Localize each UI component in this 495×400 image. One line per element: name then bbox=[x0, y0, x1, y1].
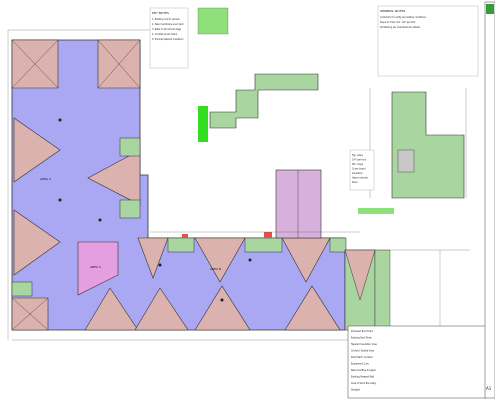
highlight-note-green bbox=[198, 106, 208, 142]
note-line: 2. New membrane over deck bbox=[152, 23, 184, 26]
notes-top-right: GENERAL NOTES bbox=[377, 5, 479, 77]
legend-line: Tapered Insulation Area bbox=[351, 343, 377, 346]
note-line: 1. Existing roof to remain bbox=[152, 18, 180, 21]
cricket-bottom-2 bbox=[134, 287, 189, 331]
stair-core bbox=[397, 149, 415, 173]
legend-line: New Overflow Scupper bbox=[351, 369, 376, 372]
cricket-top-2 bbox=[194, 237, 246, 283]
stair-detail bbox=[391, 91, 465, 199]
legend-line: Roof Hatch Location bbox=[351, 356, 374, 359]
legend-line: Proposed Roof Drain bbox=[351, 330, 374, 333]
note-line: 1/4" per foot bbox=[352, 159, 366, 162]
notes-top-center: KEY NOTES bbox=[149, 7, 189, 69]
svg-text:A1: A1 bbox=[486, 386, 492, 391]
label-room-c: AREA C bbox=[90, 265, 101, 269]
cricket-bottom-1 bbox=[84, 287, 139, 331]
green-block-left-2 bbox=[119, 199, 141, 219]
green-strip-1 bbox=[167, 237, 195, 253]
grid-tab-1 bbox=[264, 232, 272, 238]
detail-green-2 bbox=[374, 249, 391, 331]
green-strip-2 bbox=[244, 237, 283, 253]
legend-line: Equipment Curb bbox=[351, 363, 369, 366]
corridor-detail bbox=[209, 73, 319, 129]
label-room-b: AREA B bbox=[210, 267, 221, 271]
cricket-top-1 bbox=[137, 237, 169, 279]
note-line: All flashing per manufacturer details bbox=[380, 26, 421, 29]
notes-right-mid bbox=[349, 149, 375, 191]
title-block: A1 bbox=[484, 1, 495, 399]
green-strip-3 bbox=[329, 237, 347, 253]
cricket-left-1 bbox=[13, 117, 61, 183]
note-line: Deck bbox=[352, 181, 358, 184]
note-line: Typ. slope bbox=[352, 154, 364, 157]
purple-zone bbox=[275, 169, 322, 239]
note-line: Contractor to verify all existing condit… bbox=[380, 16, 427, 19]
cricket-bottom-3 bbox=[194, 285, 251, 331]
note-line: Vapour barrier bbox=[352, 177, 368, 180]
grid-tab-2 bbox=[182, 234, 188, 238]
note-line: Slope to drain min. 1/4" per foot bbox=[380, 21, 415, 24]
note-line: Min. slope bbox=[352, 163, 364, 166]
svg-text:GENERAL NOTES: GENERAL NOTES bbox=[380, 9, 405, 13]
label-room-a: AREA A bbox=[40, 177, 52, 181]
legend-line: Area of Work Boundary bbox=[351, 382, 377, 385]
legend-line: Cricket / Saddle Area bbox=[351, 350, 375, 353]
note-line: 5. Provide tapered insulation bbox=[152, 38, 184, 41]
legend-line: Existing Parapet Wall bbox=[351, 376, 374, 379]
cricket-right-1 bbox=[87, 149, 141, 206]
legend-line: Skylight bbox=[351, 389, 360, 392]
green-block-left bbox=[119, 137, 141, 157]
legend-box bbox=[347, 325, 487, 399]
notes-top-center-green bbox=[197, 7, 229, 35]
pink-zone bbox=[77, 241, 119, 296]
green-block-sw bbox=[11, 281, 33, 297]
legend-line: Existing Roof Drain bbox=[351, 337, 372, 340]
note-line: Cover board bbox=[352, 168, 366, 171]
note-line: 4. Crickets at all drains bbox=[152, 33, 178, 36]
cricket-bottom-4 bbox=[284, 285, 341, 331]
cricket-left-2 bbox=[13, 209, 61, 276]
note-line: 3. Refer to structural dwgs bbox=[152, 28, 182, 31]
note-line: Insulation bbox=[352, 172, 363, 175]
svg-text:KEY NOTES: KEY NOTES bbox=[152, 11, 169, 15]
green-tag bbox=[358, 208, 394, 214]
